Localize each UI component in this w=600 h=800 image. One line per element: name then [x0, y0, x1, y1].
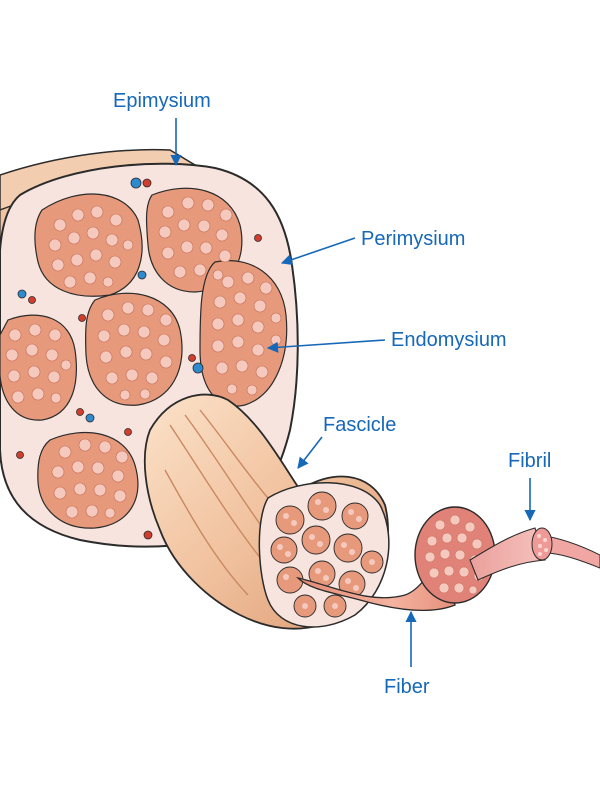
fascicle-label: Fascicle [323, 414, 397, 436]
label-arrows [170, 118, 536, 667]
fiber-dots-cross-section [5, 196, 282, 519]
fibril-end-dots [537, 534, 548, 556]
fibril-strand [469, 527, 546, 581]
endomysium-label: Endomysium [391, 329, 507, 351]
fiber-label: Fiber [384, 676, 430, 698]
fibril-end-face [531, 527, 553, 561]
fibril-label: Fibril [508, 450, 552, 472]
fascicle-arrow [297, 436, 323, 469]
endomysium-arrow [266, 339, 386, 353]
fascicle-end-fiber-dots [277, 499, 375, 609]
perimysium-label: Perimysium [361, 228, 466, 250]
fibril-tail [539, 534, 600, 569]
perimysium-arrow [280, 237, 356, 266]
epimysium-label: Epimysium [113, 90, 211, 112]
